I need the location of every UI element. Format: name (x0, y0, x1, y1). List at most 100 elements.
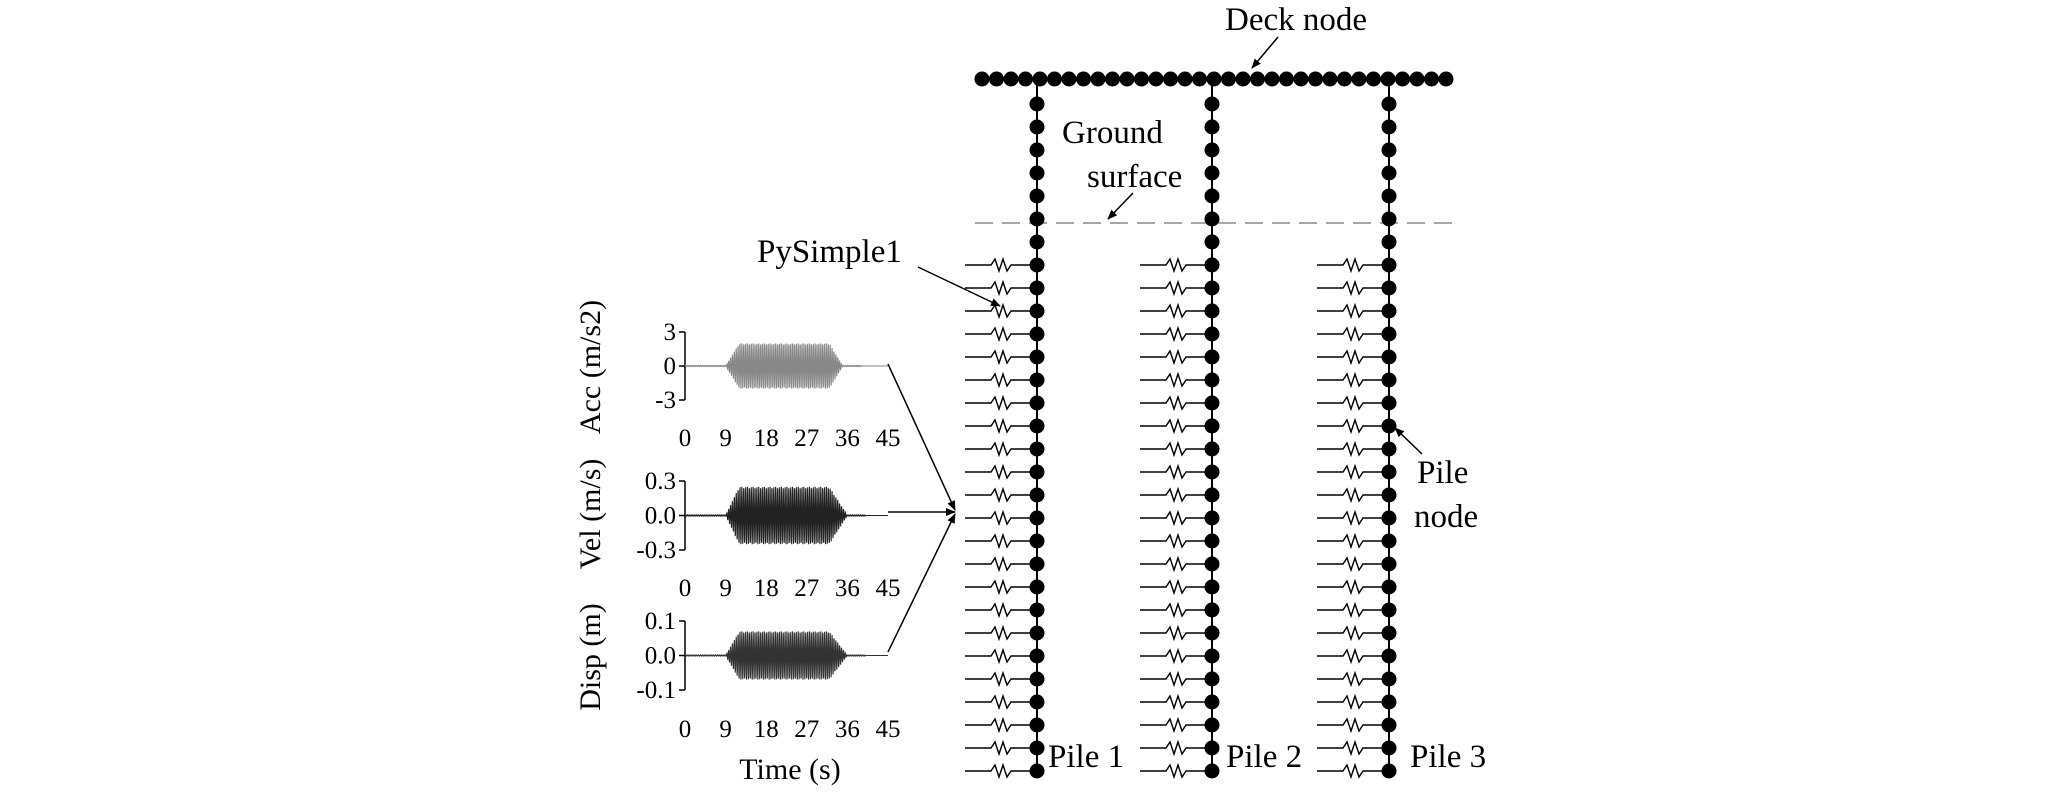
ground-surface-label-line2: surface (1087, 159, 1182, 195)
pysimple-spring (1140, 693, 1212, 711)
pysimple-spring (1317, 601, 1389, 619)
x-tick-label: 9 (719, 425, 732, 452)
pysimple-spring (1140, 440, 1212, 458)
deck-node (1003, 71, 1019, 87)
deck-node (974, 71, 990, 87)
pysimple-spring (1140, 555, 1212, 573)
y-tick-label: 0.0 (645, 503, 676, 530)
pysimple-spring (1317, 302, 1389, 320)
deck-node (1032, 71, 1048, 87)
pysimple-spring (1140, 486, 1212, 504)
y-tick-label: 0.0 (645, 643, 676, 670)
x-axis-label: Time (s) (739, 753, 840, 786)
signal-line (684, 486, 888, 545)
pysimple-spring (1140, 302, 1212, 320)
pysimple-spring (1140, 532, 1212, 550)
pysimple-spring (1140, 463, 1212, 481)
pysimple-spring (965, 578, 1037, 596)
y-tick-label: 3 (664, 319, 677, 346)
pysimple-spring (1317, 348, 1389, 366)
y-tick-label: -0.3 (636, 537, 676, 564)
pysimple-spring (965, 325, 1037, 343)
x-tick-label: 45 (876, 425, 901, 452)
pile-node (1381, 119, 1397, 135)
pysimple-spring (1317, 693, 1389, 711)
pysimple-label: PySimple1 (757, 234, 902, 270)
deck-node (1047, 71, 1062, 87)
y-tick-label: 0 (664, 353, 677, 380)
x-tick-label: 9 (719, 575, 732, 602)
deck-node (1322, 71, 1338, 87)
input-arrow-acc (887, 363, 956, 511)
pysimple-spring (1317, 417, 1389, 435)
signal-line (684, 343, 888, 389)
pysimple-spring (965, 348, 1037, 366)
pysimple-spring (965, 532, 1037, 550)
pysimple-spring (965, 256, 1037, 274)
deck-node (1395, 71, 1410, 87)
pysimple-spring (965, 509, 1037, 527)
pysimple-spring (965, 739, 1037, 757)
deck-node-arrow (1251, 36, 1279, 69)
x-tick-label: 0 (679, 716, 692, 743)
pysimple-spring (1317, 532, 1389, 550)
deck-node (989, 71, 1004, 87)
pysimple-spring (965, 624, 1037, 642)
pile-2-label: Pile 2 (1226, 739, 1302, 775)
deck-node (1380, 71, 1396, 87)
x-tick-label: 45 (876, 575, 901, 602)
pile-node (1029, 165, 1045, 181)
y-axis-label: Disp (m) (574, 603, 607, 711)
deck-node (1279, 71, 1294, 87)
pile-node (1204, 119, 1220, 135)
deck-node (1177, 71, 1193, 87)
pysimple-spring (1317, 555, 1389, 573)
pile-3-label: Pile 3 (1410, 739, 1486, 775)
y-axis-label: Acc (m/s2) (574, 300, 607, 434)
pysimple-spring (1140, 256, 1212, 274)
pile-node (1029, 188, 1045, 204)
pile-node-label-line1: Pile (1417, 455, 1468, 491)
pysimple-spring (965, 394, 1037, 412)
deck-node (1250, 71, 1265, 87)
deck-node (1061, 71, 1077, 87)
pysimple-spring (1317, 509, 1389, 527)
pysimple-spring (1317, 279, 1389, 297)
deck-node (1409, 71, 1425, 87)
deck-node (1192, 71, 1207, 87)
pysimple-spring (1317, 394, 1389, 412)
pysimple-spring (965, 647, 1037, 665)
deck-node (1221, 71, 1236, 87)
pysimple-spring (1317, 440, 1389, 458)
pysimple-spring (965, 302, 1037, 320)
pysimple-spring (1140, 578, 1212, 596)
pysimple-spring (1140, 739, 1212, 757)
x-tick-label: 18 (754, 425, 779, 452)
pysimple-spring (965, 716, 1037, 734)
pysimple-spring (1140, 624, 1212, 642)
pysimple-spring (1140, 601, 1212, 619)
x-tick-label: 18 (754, 716, 779, 743)
pysimple-spring (965, 279, 1037, 297)
pysimple-arrow (917, 266, 1001, 307)
pile-node (1204, 234, 1220, 250)
x-tick-label: 27 (794, 425, 819, 452)
pysimple-spring (1140, 647, 1212, 665)
pysimple-spring (1317, 371, 1389, 389)
deck-node (1090, 71, 1106, 87)
pysimple-spring (965, 693, 1037, 711)
signal-line (684, 631, 888, 680)
pysimple-spring (1140, 371, 1212, 389)
pysimple-spring (965, 440, 1037, 458)
pile-node (1029, 96, 1045, 112)
pysimple-spring (1140, 670, 1212, 688)
deck-node (1351, 71, 1367, 87)
x-tick-label: 27 (794, 716, 819, 743)
pile-node (1381, 234, 1397, 250)
x-tick-label: 45 (876, 716, 901, 743)
x-tick-label: 0 (679, 575, 692, 602)
ground-surface-label-line1: Ground (1062, 115, 1163, 151)
